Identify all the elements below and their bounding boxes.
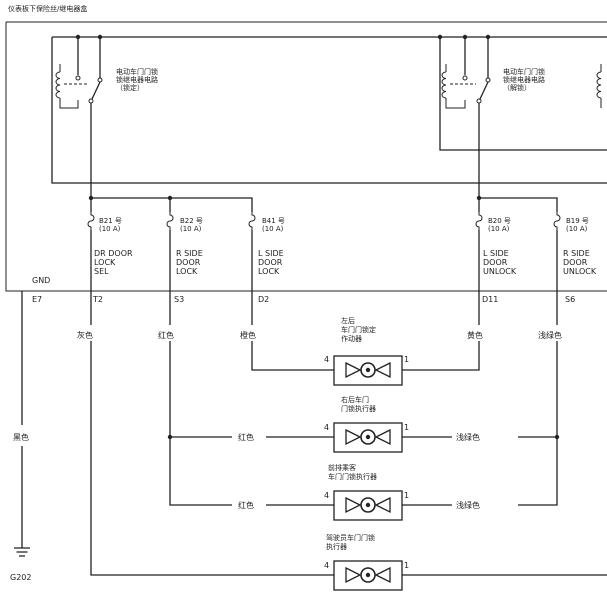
- actuator-driver-pin4: 4: [324, 561, 329, 570]
- wire-color-lg-2: 浅绿色: [456, 500, 480, 510]
- actuator-front-passenger-label-1: 前排乘客: [328, 463, 356, 472]
- relay-lock: [55, 64, 103, 198]
- actuator-rear-right-label-1: 右后车门: [341, 395, 369, 404]
- fuse-b41-desc-2: DOOR: [258, 258, 283, 267]
- actuator-driver: [333, 560, 403, 591]
- fuse-b41-number: B41 号: [262, 217, 285, 225]
- wire-d11: [402, 291, 480, 371]
- wire-d2: [251, 291, 334, 371]
- actuator-rear-left: [333, 355, 403, 386]
- terminal-e7: E7: [32, 295, 42, 304]
- fuse-b22-desc-2: DOOR: [176, 258, 201, 267]
- relay-lock-label-3: （锁定）: [116, 83, 144, 92]
- fuse-symbols: [87, 212, 561, 230]
- relay-2-feed: [439, 37, 607, 151]
- fuse-b19-desc-1: R SIDE: [563, 249, 590, 258]
- wire-color-s3: 红色: [158, 330, 174, 340]
- actuator-front-passenger-pin4: 4: [324, 491, 329, 500]
- actuator-rear-right-pin1: 1: [404, 423, 409, 432]
- relay-lock-label-1: 电动车门门锁: [116, 67, 158, 76]
- fuse-b20-desc-1: L SIDE: [483, 249, 509, 258]
- wire-color-red-1: 红色: [238, 432, 254, 442]
- actuator-rear-right-pin4: 4: [324, 423, 329, 432]
- fuse-b20-desc-2: DOOR: [483, 258, 508, 267]
- fuse-b20-desc-3: UNLOCK: [483, 267, 517, 276]
- relay-power-bus: [51, 36, 607, 184]
- fuse-b21-number: B21 号: [99, 217, 122, 225]
- actuator-front-passenger: [333, 490, 403, 521]
- fuse-b20-rating: (10 A): [488, 225, 510, 233]
- actuator-rear-left-pin1: 1: [404, 355, 409, 364]
- fuse-b19-desc-2: DOOR: [563, 258, 588, 267]
- fuse-b22-desc-3: LOCK: [176, 267, 198, 276]
- actuator-front-passenger-label-2: 车门门锁执行器: [328, 472, 377, 481]
- terminal-d2: D2: [258, 295, 269, 304]
- fuse-b21-desc-1: DR DOOR: [94, 249, 133, 258]
- fuse-b41-rating: (10 A): [262, 225, 284, 233]
- fuse-b22-number: B22 号: [180, 217, 203, 225]
- wire-color-s6: 浅绿色: [538, 330, 562, 340]
- fuse-b20-number: B20 号: [488, 217, 511, 225]
- relay-unlock-label-2: 锁继电器电路: [503, 75, 545, 84]
- actuator-driver-label-2: 执行器: [326, 542, 347, 551]
- wire-s6: [518, 291, 558, 506]
- wire-s3: [169, 291, 232, 506]
- fuse-b21-desc-2: LOCK: [94, 258, 116, 267]
- lock-fuse-bus: [91, 197, 253, 212]
- fuse-box-title: 仪表板下保险丝/继电器盒: [8, 4, 87, 13]
- actuator-rear-right-label-2: 门锁执行器: [341, 404, 376, 413]
- terminal-d11: D11: [482, 295, 498, 304]
- relay-unlock-label-3: （解锁）: [503, 83, 531, 92]
- wire-color-e7: 黑色: [13, 432, 29, 442]
- actuator-front-passenger-pin1: 1: [404, 491, 409, 500]
- fuse-b19-number: B19 号: [566, 217, 589, 225]
- unlock-fuse-bus: [479, 197, 558, 212]
- fuse-b41-desc-1: L SIDE: [258, 249, 284, 258]
- wire-color-red-2: 红色: [238, 500, 254, 510]
- fuse-box-outline: [5, 21, 607, 292]
- fuse-b21-desc-3: SEL: [94, 267, 109, 276]
- fuse-b22-rating: (10 A): [180, 225, 202, 233]
- terminal-s3: S3: [174, 295, 184, 304]
- ground-label: G202: [10, 573, 31, 582]
- actuator-driver-pin1: 1: [404, 561, 409, 570]
- wire-t2: [90, 291, 334, 576]
- relay-unlock: [441, 64, 491, 198]
- actuator-rear-left-label-2: 车门门锁定: [341, 325, 376, 334]
- actuator-driver-label-1: 驾驶员车门门锁: [326, 533, 375, 542]
- actuator-rear-left-pin4: 4: [324, 355, 329, 364]
- fuse-b41-desc-3: LOCK: [258, 267, 280, 276]
- fuse-b19-rating: (10 A): [566, 225, 588, 233]
- wire-color-d2: 橙色: [240, 330, 256, 340]
- wire-color-d11: 黄色: [467, 330, 483, 340]
- actuator-rear-right: [333, 422, 403, 453]
- terminal-t2: T2: [92, 295, 103, 304]
- relay-unlock-label-1: 电动车门门锁: [503, 67, 545, 76]
- relay-lock-label-2: 锁继电器电路: [116, 75, 158, 84]
- ground-symbol: [14, 547, 30, 557]
- gnd-label: GND: [32, 276, 50, 285]
- relay-3-coil-partial: [596, 64, 602, 108]
- wire-color-t2: 灰色: [77, 330, 93, 340]
- fuse-b21-rating: (10 A): [99, 225, 121, 233]
- relay-1-feed: [77, 37, 101, 78]
- terminal-s6: S6: [565, 295, 575, 304]
- actuator-rear-left-label-3: 作动器: [341, 334, 362, 343]
- fuse-b19-desc-3: UNLOCK: [563, 267, 597, 276]
- actuator-rear-left-label-1: 左后: [341, 316, 355, 325]
- wire-color-lg-1: 浅绿色: [456, 432, 480, 442]
- fuse-b22-desc-1: R SIDE: [176, 249, 203, 258]
